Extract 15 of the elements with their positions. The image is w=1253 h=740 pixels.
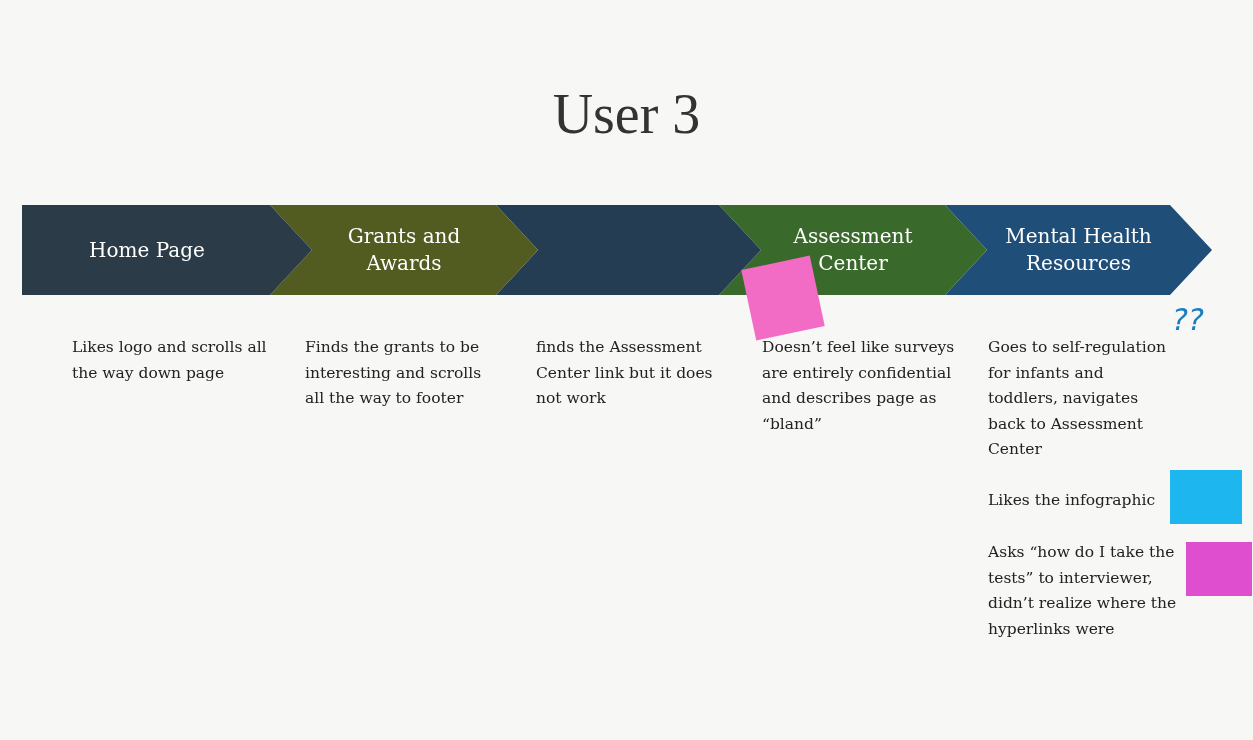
step-label: Assessment Center xyxy=(792,223,914,277)
sticky-note xyxy=(1170,470,1242,524)
observation-note: finds the Assessment Center link but it does not work xyxy=(536,337,714,410)
step-label: Grants and Awards xyxy=(346,223,462,277)
sticky-note xyxy=(1186,542,1252,596)
step-label: Mental Health Resources xyxy=(1004,223,1153,277)
step-label: Home Page xyxy=(88,236,206,264)
observation-note: Likes the infographic xyxy=(988,490,1157,511)
observation-note: Doesn’t feel like surveys are entirely confidential and describes page as “bland” xyxy=(762,337,956,435)
observation-note: Asks “how do I take the tests” to interviewer, didn’t realize where the hyperlinks were xyxy=(988,542,1178,640)
observation-note: Likes logo and scrolls all the way down page xyxy=(72,337,268,384)
diagram-title: User 3 xyxy=(551,82,702,146)
handwritten-note: ?? xyxy=(1172,302,1204,337)
observation-note: Finds the grants to be interesting and scrolls all the way to footer xyxy=(305,337,483,410)
observation-note: Goes to self-regulation for infants and toddlers, navigates back to Assessment Center xyxy=(988,337,1167,461)
